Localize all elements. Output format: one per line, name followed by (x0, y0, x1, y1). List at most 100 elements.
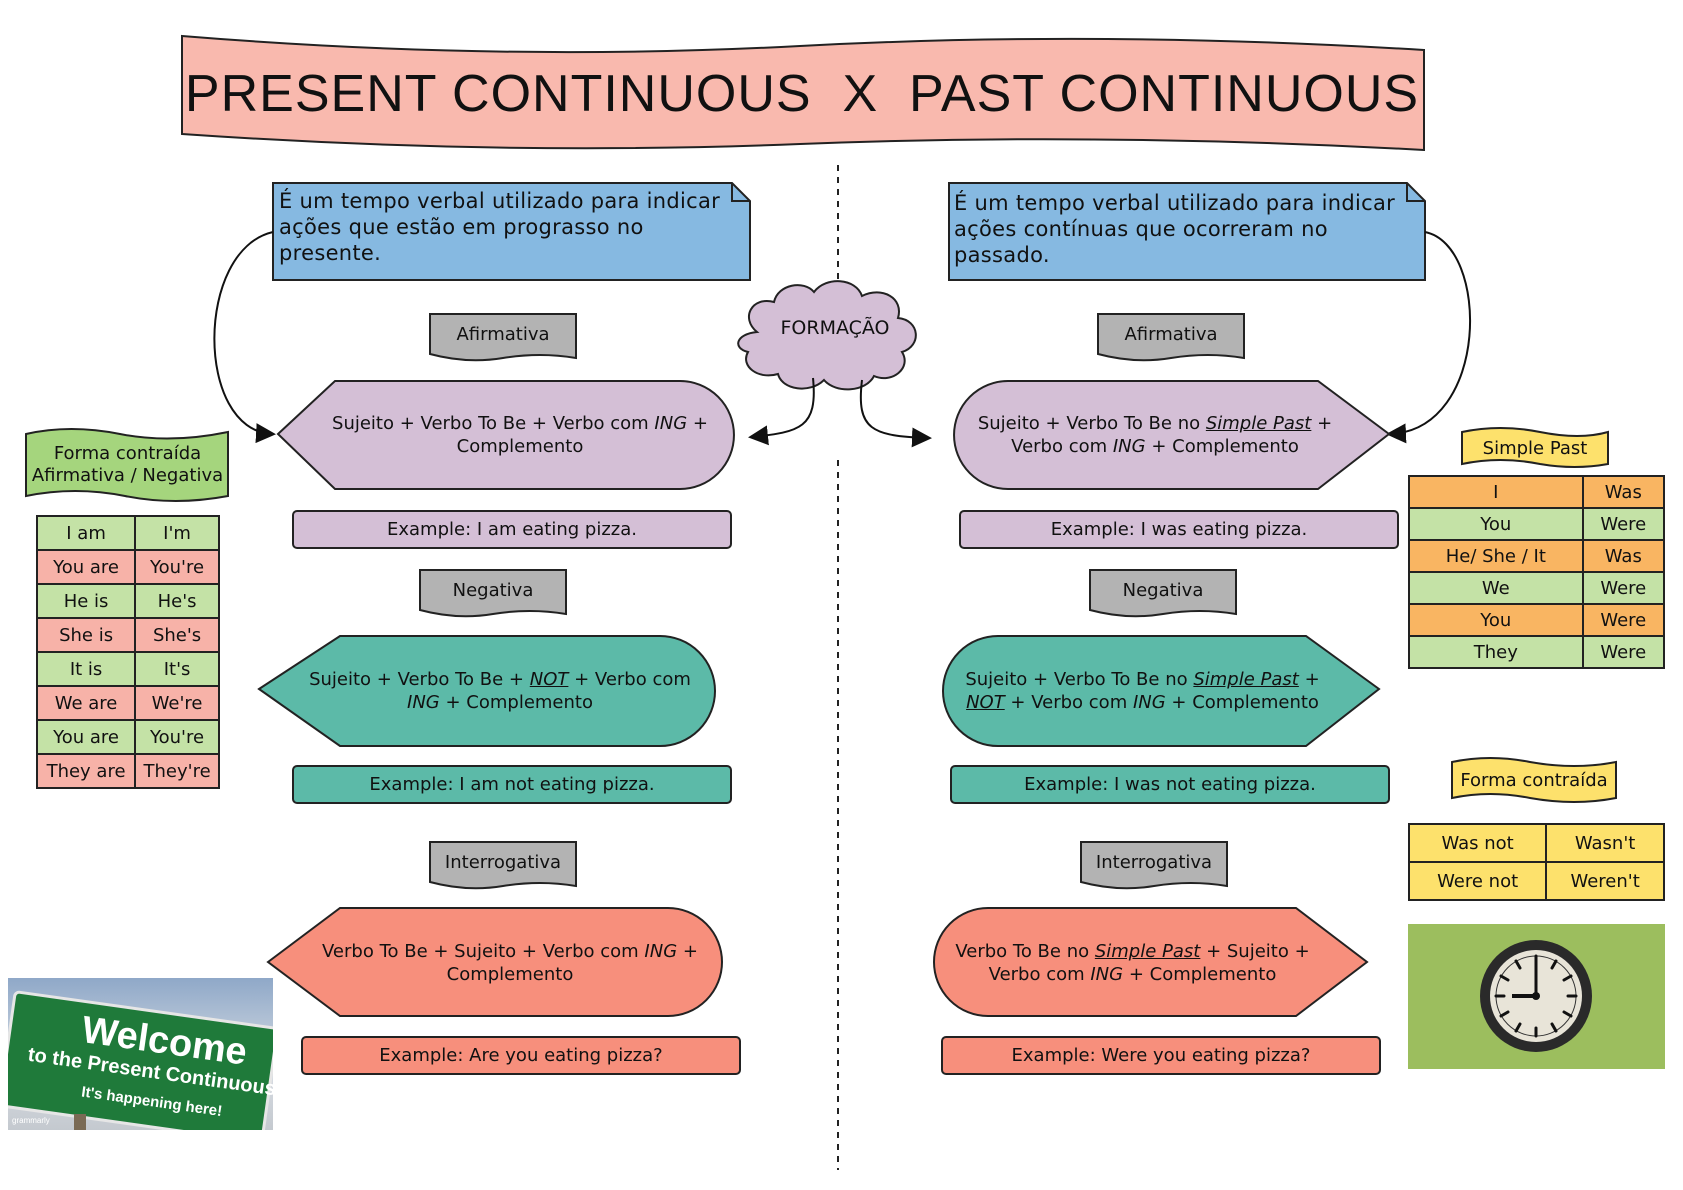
present-negative-tag-label: Negativa (452, 579, 534, 601)
past-affirmative-shape (953, 380, 1391, 490)
simple-past-cell: We (1408, 571, 1584, 605)
clock-icon (1480, 940, 1592, 1052)
present-affirmative-tag (429, 313, 577, 362)
present-negative-shape (257, 635, 716, 747)
simple-past-cell: You (1408, 603, 1584, 637)
welcome-sign-image: Welcome to the Present Continuous It's h… (8, 978, 273, 1130)
simple-past-cell: I (1408, 475, 1584, 509)
past-affirmative-example: Example: I was eating pizza. (959, 510, 1399, 549)
present-affirmative-tag-label: Afirmativa (456, 323, 550, 345)
contracted-left-cell: She is (35, 617, 137, 653)
contracted-left-cell: You're (134, 719, 220, 755)
simple-past-cell: He/ She / It (1408, 539, 1584, 573)
contracted-left-cell: You are (35, 549, 137, 585)
past-affirmative-tag-label: Afirmativa (1124, 323, 1218, 345)
contracted-right-cell: Was not (1407, 823, 1548, 863)
contracted-right-cell: Were not (1407, 861, 1548, 901)
contracted-left-cell: It is (35, 651, 137, 687)
past-interrogative-tag (1080, 841, 1228, 890)
contracted-right-cell: Weren't (1545, 861, 1665, 901)
past-interrogative-tag-label: Interrogativa (1095, 851, 1213, 873)
present-interrogative-tag-label: Interrogativa (444, 851, 562, 873)
present-negative-tag (419, 569, 567, 618)
contracted-left-title: Forma contraída Afirmativa / Negativa (31, 443, 224, 486)
formation-cloud (737, 280, 917, 391)
present-arrow (213, 231, 276, 444)
contracted-left-cell: You're (134, 549, 220, 585)
contracted-right-banner (1451, 757, 1617, 803)
grammarly-logo: grammarly (12, 1116, 50, 1125)
past-definition: É um tempo verbal utilizado para indicar… (954, 191, 1396, 267)
contracted-left-cell: He is (35, 583, 137, 619)
sign-post (74, 1114, 86, 1130)
present-interrogative-example: Example: Are you eating pizza? (301, 1036, 741, 1075)
past-negative-tag-label: Negativa (1122, 579, 1204, 601)
past-affirmative-tag (1097, 313, 1245, 362)
simple-past-cell: Were (1581, 571, 1666, 605)
contracted-left-cell: They're (134, 753, 220, 789)
past-interrogative-formula: Verbo To Be no Simple Past + Sujeito + V… (955, 941, 1310, 985)
contracted-left-cell: They are (35, 753, 137, 789)
contracted-left-cell: He's (134, 583, 220, 619)
contracted-right-cell: Wasn't (1545, 823, 1665, 863)
contracted-right-title: Forma contraída (1460, 769, 1608, 791)
simple-past-cell: Was (1581, 539, 1666, 573)
present-interrogative-shape (266, 907, 723, 1017)
simple-past-cell: You (1408, 507, 1584, 541)
present-definition-note (272, 182, 751, 281)
present-interrogative-tag (429, 841, 577, 890)
page-title: PRESENT CONTINUOUS X PAST CONTINUOUS (184, 65, 1420, 123)
past-definition-note (948, 182, 1426, 281)
present-definition: É um tempo verbal utilizado para indicar… (279, 189, 721, 265)
present-affirmative-shape (276, 380, 735, 490)
contracted-left-cell: She's (134, 617, 220, 653)
present-negative-formula: Sujeito + Verbo To Be + NOT + Verbo com … (309, 669, 691, 713)
past-affirmative-formula: Sujeito + Verbo To Be no Simple Past + V… (977, 413, 1333, 457)
cloud-arrow-right (859, 379, 932, 448)
present-negative-example: Example: I am not eating pizza. (292, 765, 732, 804)
contracted-left-cell: We are (35, 685, 137, 721)
past-negative-formula: Sujeito + Verbo To Be no Simple Past + N… (965, 669, 1320, 713)
past-negative-tag (1089, 569, 1237, 618)
present-affirmative-example: Example: I am eating pizza. (292, 510, 732, 549)
past-interrogative-shape (933, 907, 1369, 1017)
contracted-left-cell: I'm (134, 515, 220, 551)
contracted-left-cell: We're (134, 685, 220, 721)
simple-past-cell: Were (1581, 603, 1666, 637)
formation-label: FORMAÇÃO (780, 317, 890, 339)
past-negative-shape (942, 635, 1381, 747)
past-interrogative-example: Example: Were you eating pizza? (941, 1036, 1381, 1075)
past-negative-example: Example: I was not eating pizza. (950, 765, 1390, 804)
contracted-left-cell: You are (35, 719, 137, 755)
simple-past-cell: Was (1581, 475, 1666, 509)
simple-past-cell: Were (1581, 507, 1666, 541)
past-arrow (1386, 231, 1471, 444)
contracted-left-banner (25, 428, 229, 502)
present-affirmative-formula: Sujeito + Verbo To Be + Verbo com ING + … (332, 413, 708, 457)
simple-past-title: Simple Past (1482, 437, 1588, 459)
cloud-arrow-left (748, 377, 815, 446)
simple-past-cell: They (1408, 635, 1584, 669)
title-banner (181, 34, 1425, 152)
contracted-left-cell: I am (35, 515, 137, 551)
